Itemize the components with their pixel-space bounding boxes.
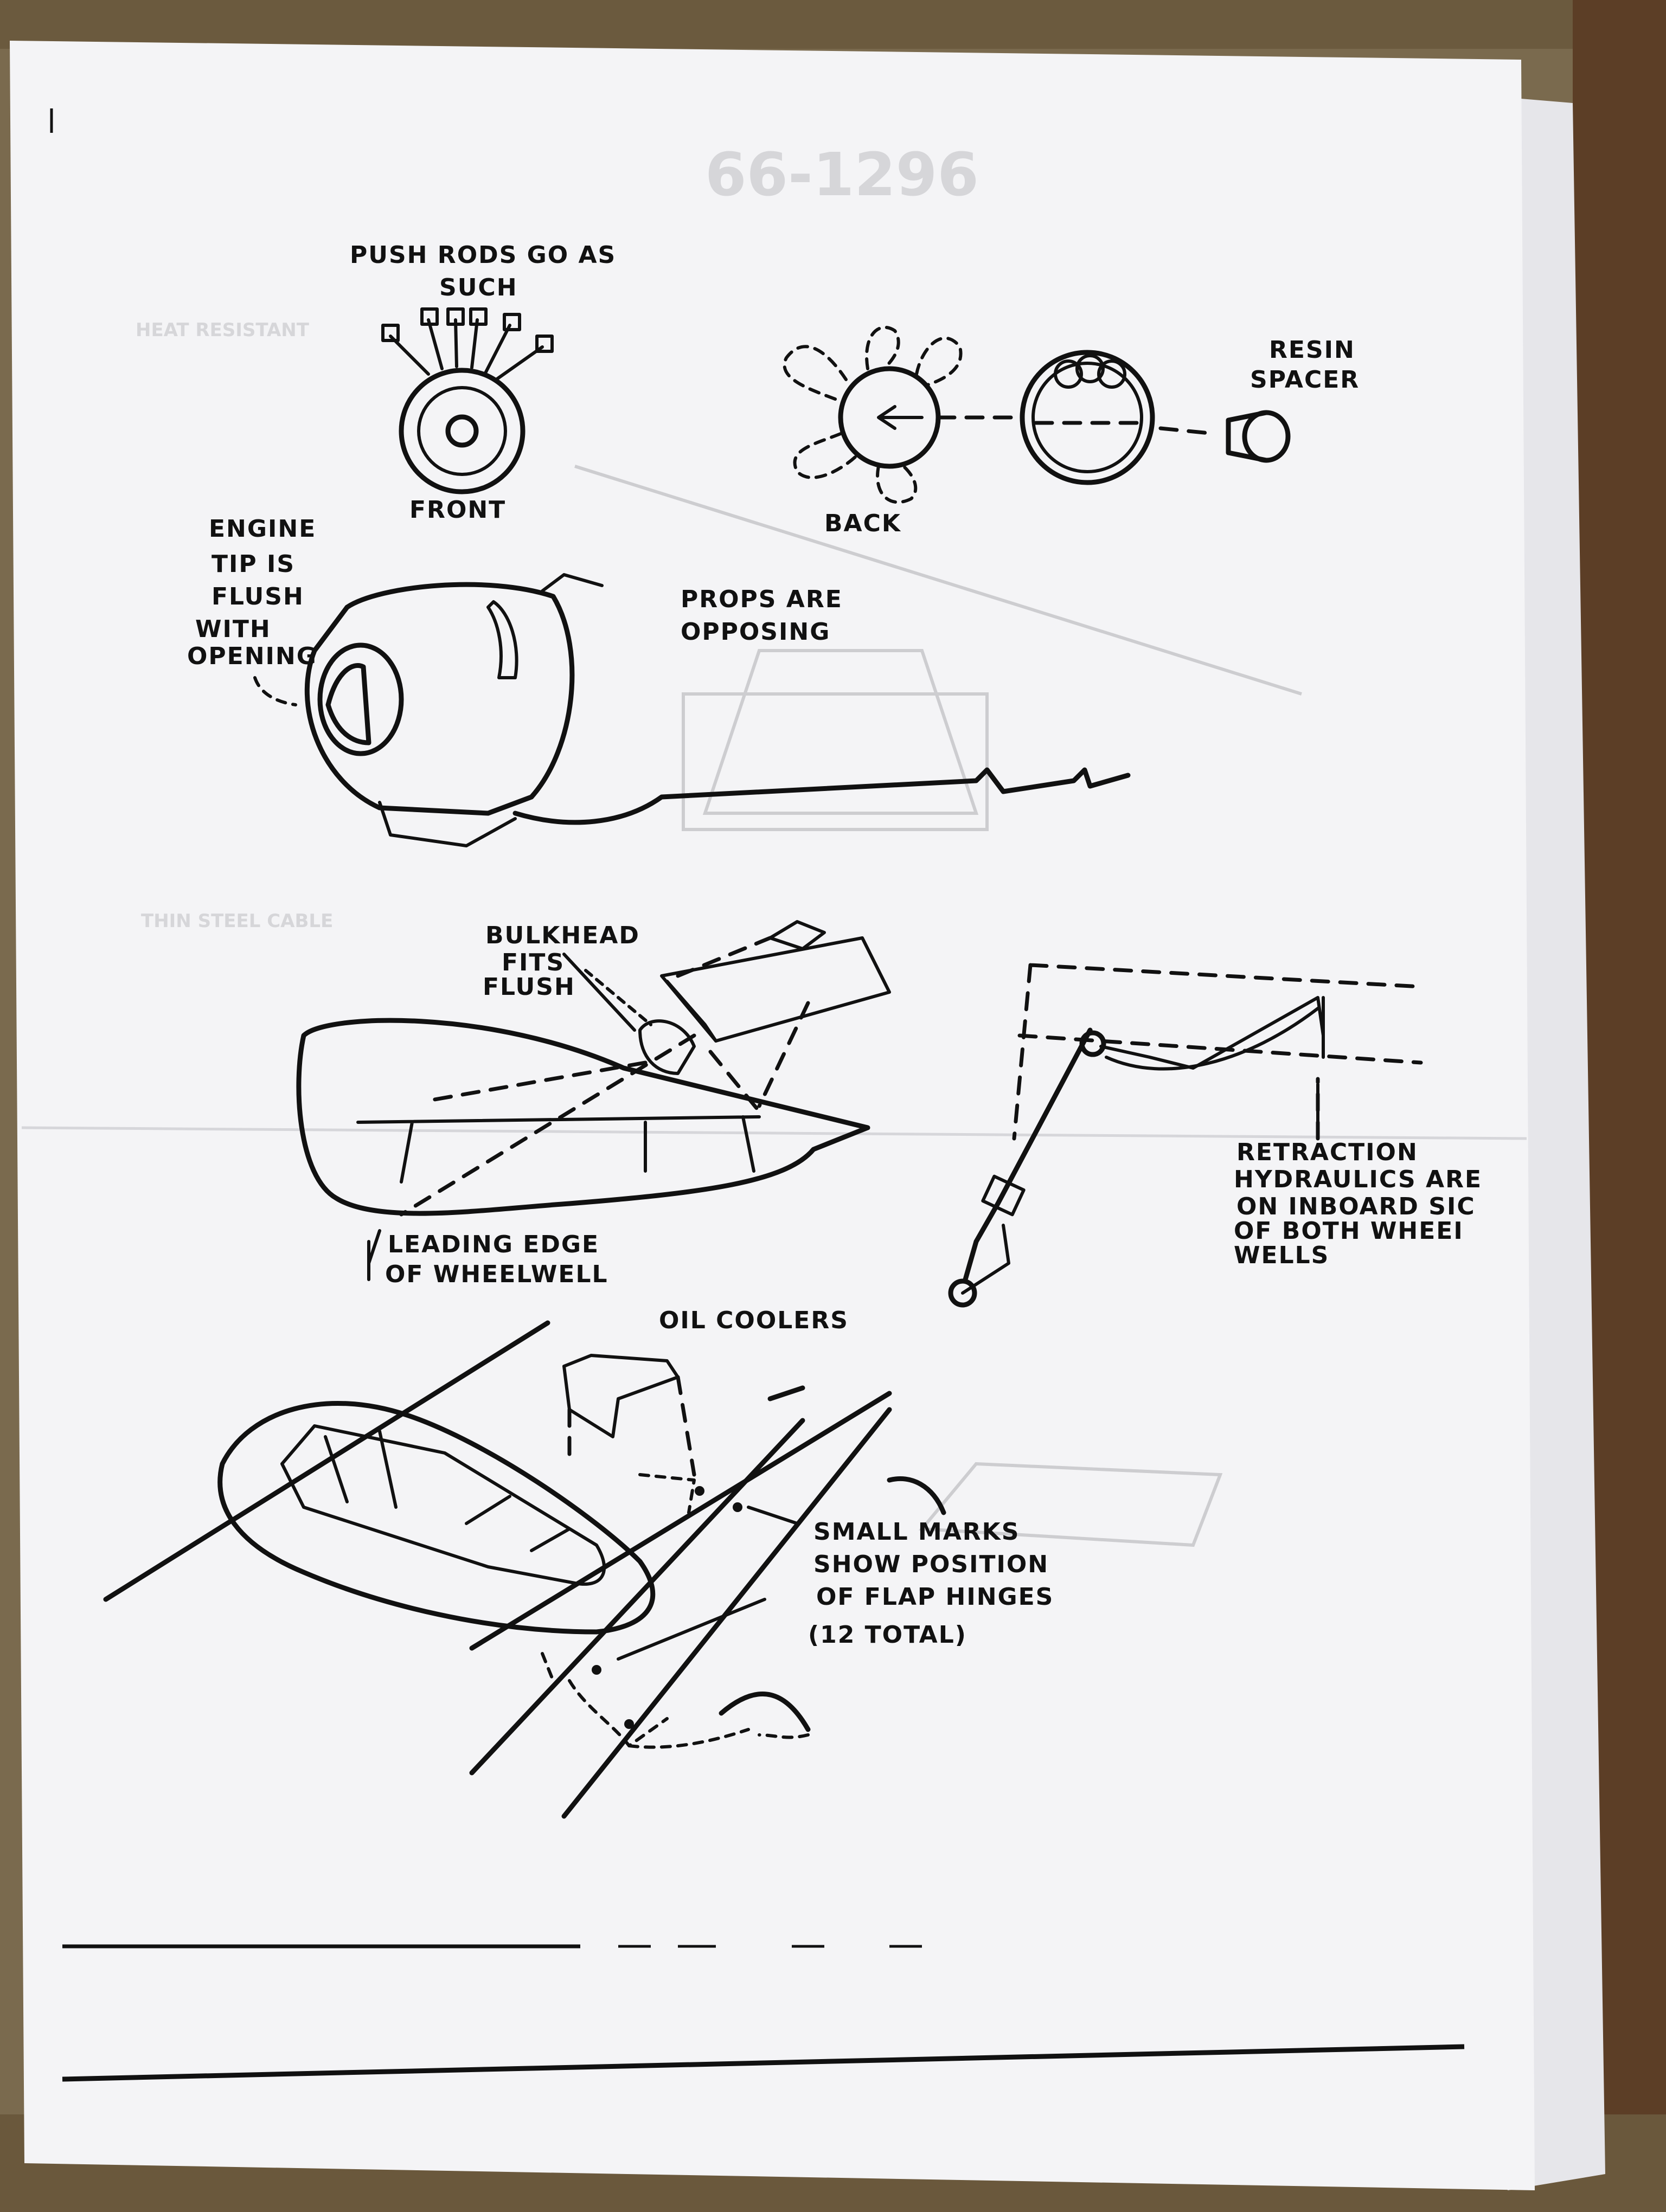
- label-leading-1: LEADING EDGE: [388, 1231, 599, 1258]
- label-resin-2: SPACER: [1250, 366, 1360, 394]
- label-engine-4: WITH: [195, 615, 271, 643]
- label-engine-5: OPENING: [187, 642, 317, 670]
- svg-text:66-1296: 66-1296: [705, 140, 979, 209]
- label-retraction-2: HYDRAULICS ARE: [1234, 1166, 1482, 1193]
- label-leading-2: OF WHEELWELL: [385, 1261, 608, 1288]
- label-engine-3: FLUSH: [212, 583, 304, 610]
- label-pushrods-2: SUCH: [439, 274, 518, 301]
- label-bulkhead-2: FITS: [502, 949, 565, 976]
- label-marks-4: (12 TOTAL): [808, 1621, 967, 1649]
- label-retraction-4: OF BOTH WHEEI: [1234, 1217, 1464, 1245]
- svg-text:THIN STEEL CABLE: THIN STEEL CABLE: [141, 910, 333, 932]
- svg-text:HEAT RESISTANT: HEAT RESISTANT: [136, 319, 310, 341]
- label-engine-1: ENGINE: [209, 515, 316, 543]
- label-marks-1: SMALL MARKS: [813, 1518, 1020, 1546]
- label-front: FRONT: [409, 496, 506, 524]
- label-engine-2: TIP IS: [212, 550, 295, 578]
- label-retraction-3: ON INBOARD SIC: [1236, 1193, 1476, 1220]
- label-oil-coolers: OIL COOLERS: [659, 1307, 849, 1334]
- label-props-1: PROPS ARE: [681, 586, 843, 613]
- label-back: BACK: [824, 510, 901, 537]
- label-retraction-1: RETRACTION: [1236, 1139, 1418, 1166]
- label-props-2: OPPOSING: [681, 618, 830, 646]
- label-pushrods-1: PUSH RODS GO AS: [350, 241, 616, 269]
- label-marks-2: SHOW POSITION: [813, 1551, 1049, 1578]
- label-bulkhead-3: FLUSH: [483, 973, 575, 1001]
- label-marks-3: OF FLAP HINGES: [816, 1583, 1054, 1611]
- label-retraction-5: WELLS: [1234, 1242, 1329, 1269]
- label-resin-1: RESIN: [1269, 336, 1355, 364]
- label-bulkhead-1: BULKHEAD: [485, 922, 640, 949]
